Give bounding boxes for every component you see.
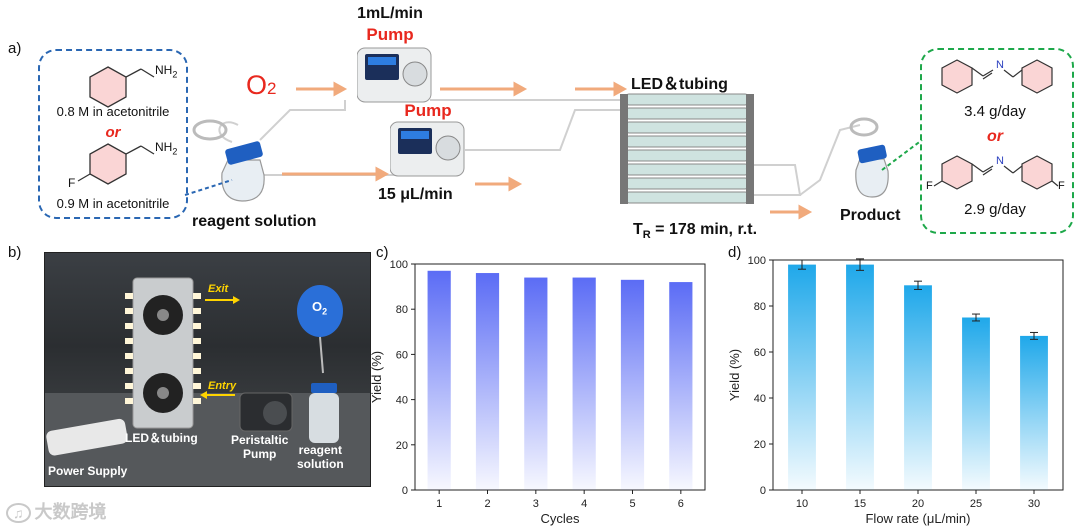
pump2-label: Pump (404, 101, 452, 120)
y-tick-label: 60 (396, 349, 408, 361)
exit-label: Exit (208, 283, 229, 295)
y-tick-label: 20 (754, 439, 766, 451)
x-tick-label: 10 (796, 498, 808, 510)
o2-label: O2 (246, 70, 277, 100)
product1-rate: 3.4 g/day (964, 103, 1026, 120)
residence-time: TR = 178 min, r.t. (633, 221, 758, 242)
pump1-icon (357, 47, 432, 103)
product2-rate: 2.9 g/day (964, 201, 1026, 218)
y-tick-label: 100 (748, 255, 766, 267)
product-box (920, 48, 1074, 234)
pump2-icon (390, 121, 465, 177)
y-tick-label: 100 (390, 259, 408, 271)
panel-d-label: d) (728, 244, 742, 261)
x-tick-label: 2 (484, 498, 490, 510)
y-tick-label: 60 (754, 347, 766, 359)
bar (669, 282, 693, 490)
reagent-bottle-icon (192, 119, 265, 202)
bar (962, 317, 990, 490)
x-tick-label: 5 (629, 498, 635, 510)
bar (846, 264, 874, 490)
pump2-rate: 15 μL/min (378, 186, 453, 203)
product-label: Product (840, 207, 901, 224)
power-supply-label: Power Supply (48, 464, 128, 478)
x-axis-label: Cycles (540, 511, 580, 526)
product1-nitrogen: N (996, 59, 1004, 71)
flow-lines (218, 81, 861, 220)
bar (1020, 335, 1048, 490)
pump1-rate: 1mL/min (357, 5, 423, 22)
panel-b-label: b) (8, 244, 22, 261)
bar (427, 270, 451, 490)
x-tick-label: 6 (678, 498, 684, 510)
y-tick-label: 80 (396, 304, 408, 316)
product-structures (933, 59, 1059, 190)
watermark: ♫大数跨境 (6, 498, 107, 524)
led-tubing-reactor-icon (620, 93, 754, 204)
reactant1-concentration: 0.8 M in acetonitrile (56, 104, 170, 119)
reactant2-concentration: 0.9 M in acetonitrile (56, 196, 170, 211)
y-tick-label: 80 (754, 301, 766, 313)
x-tick-label: 20 (912, 498, 924, 510)
watermark-logo-icon: ♫ (6, 503, 31, 523)
y-tick-label: 0 (760, 485, 766, 497)
y-tick-label: 40 (754, 393, 766, 405)
reactant2-fluorine: F (68, 176, 76, 190)
photo-led-tubing-label: LED＆tubing (125, 431, 198, 445)
bar (620, 279, 645, 490)
x-tick-label: 30 (1028, 498, 1040, 510)
x-tick-label: 25 (970, 498, 982, 510)
y-tick-label: 0 (402, 485, 408, 497)
setup-photo-drawing (45, 277, 370, 486)
entry-label: Entry (208, 380, 237, 392)
reactor-title: LED＆tubing (631, 76, 728, 93)
reactant-structures (77, 66, 155, 185)
or-label-2: or (987, 128, 1003, 145)
photo-o2-label: O2 (312, 299, 328, 317)
panel-c-label: c) (376, 244, 389, 261)
product-bottle-icon (849, 117, 889, 198)
bar (475, 273, 500, 490)
bar (524, 277, 548, 490)
bar (572, 277, 596, 490)
or-label-1: or (105, 124, 121, 141)
y-tick-label: 40 (396, 395, 408, 407)
product2-fluorine-left: F (926, 180, 933, 192)
reactant-box (38, 49, 188, 219)
x-tick-label: 15 (854, 498, 866, 510)
y-axis-label: Yield (%) (369, 351, 384, 403)
y-tick-label: 20 (396, 440, 408, 452)
x-tick-label: 1 (436, 498, 442, 510)
bar (904, 285, 932, 490)
y-axis-label: Yield (%) (727, 349, 742, 401)
panel-a-label: a) (8, 40, 22, 57)
x-tick-label: 3 (533, 498, 539, 510)
product2-nitrogen: N (996, 155, 1004, 167)
reagent-solution-label: reagent solution (192, 213, 317, 230)
reactant2-amine: NH2 (155, 140, 178, 157)
x-tick-label: 4 (581, 498, 587, 510)
plot-frame (414, 263, 706, 491)
reactant1-amine: NH2 (155, 63, 178, 80)
product2-fluorine-right: F (1058, 180, 1065, 192)
pump1-label: Pump (366, 25, 414, 44)
x-axis-label: Flow rate (μL/min) (865, 511, 970, 526)
dashed-connectors (184, 139, 923, 196)
bar (788, 264, 816, 490)
